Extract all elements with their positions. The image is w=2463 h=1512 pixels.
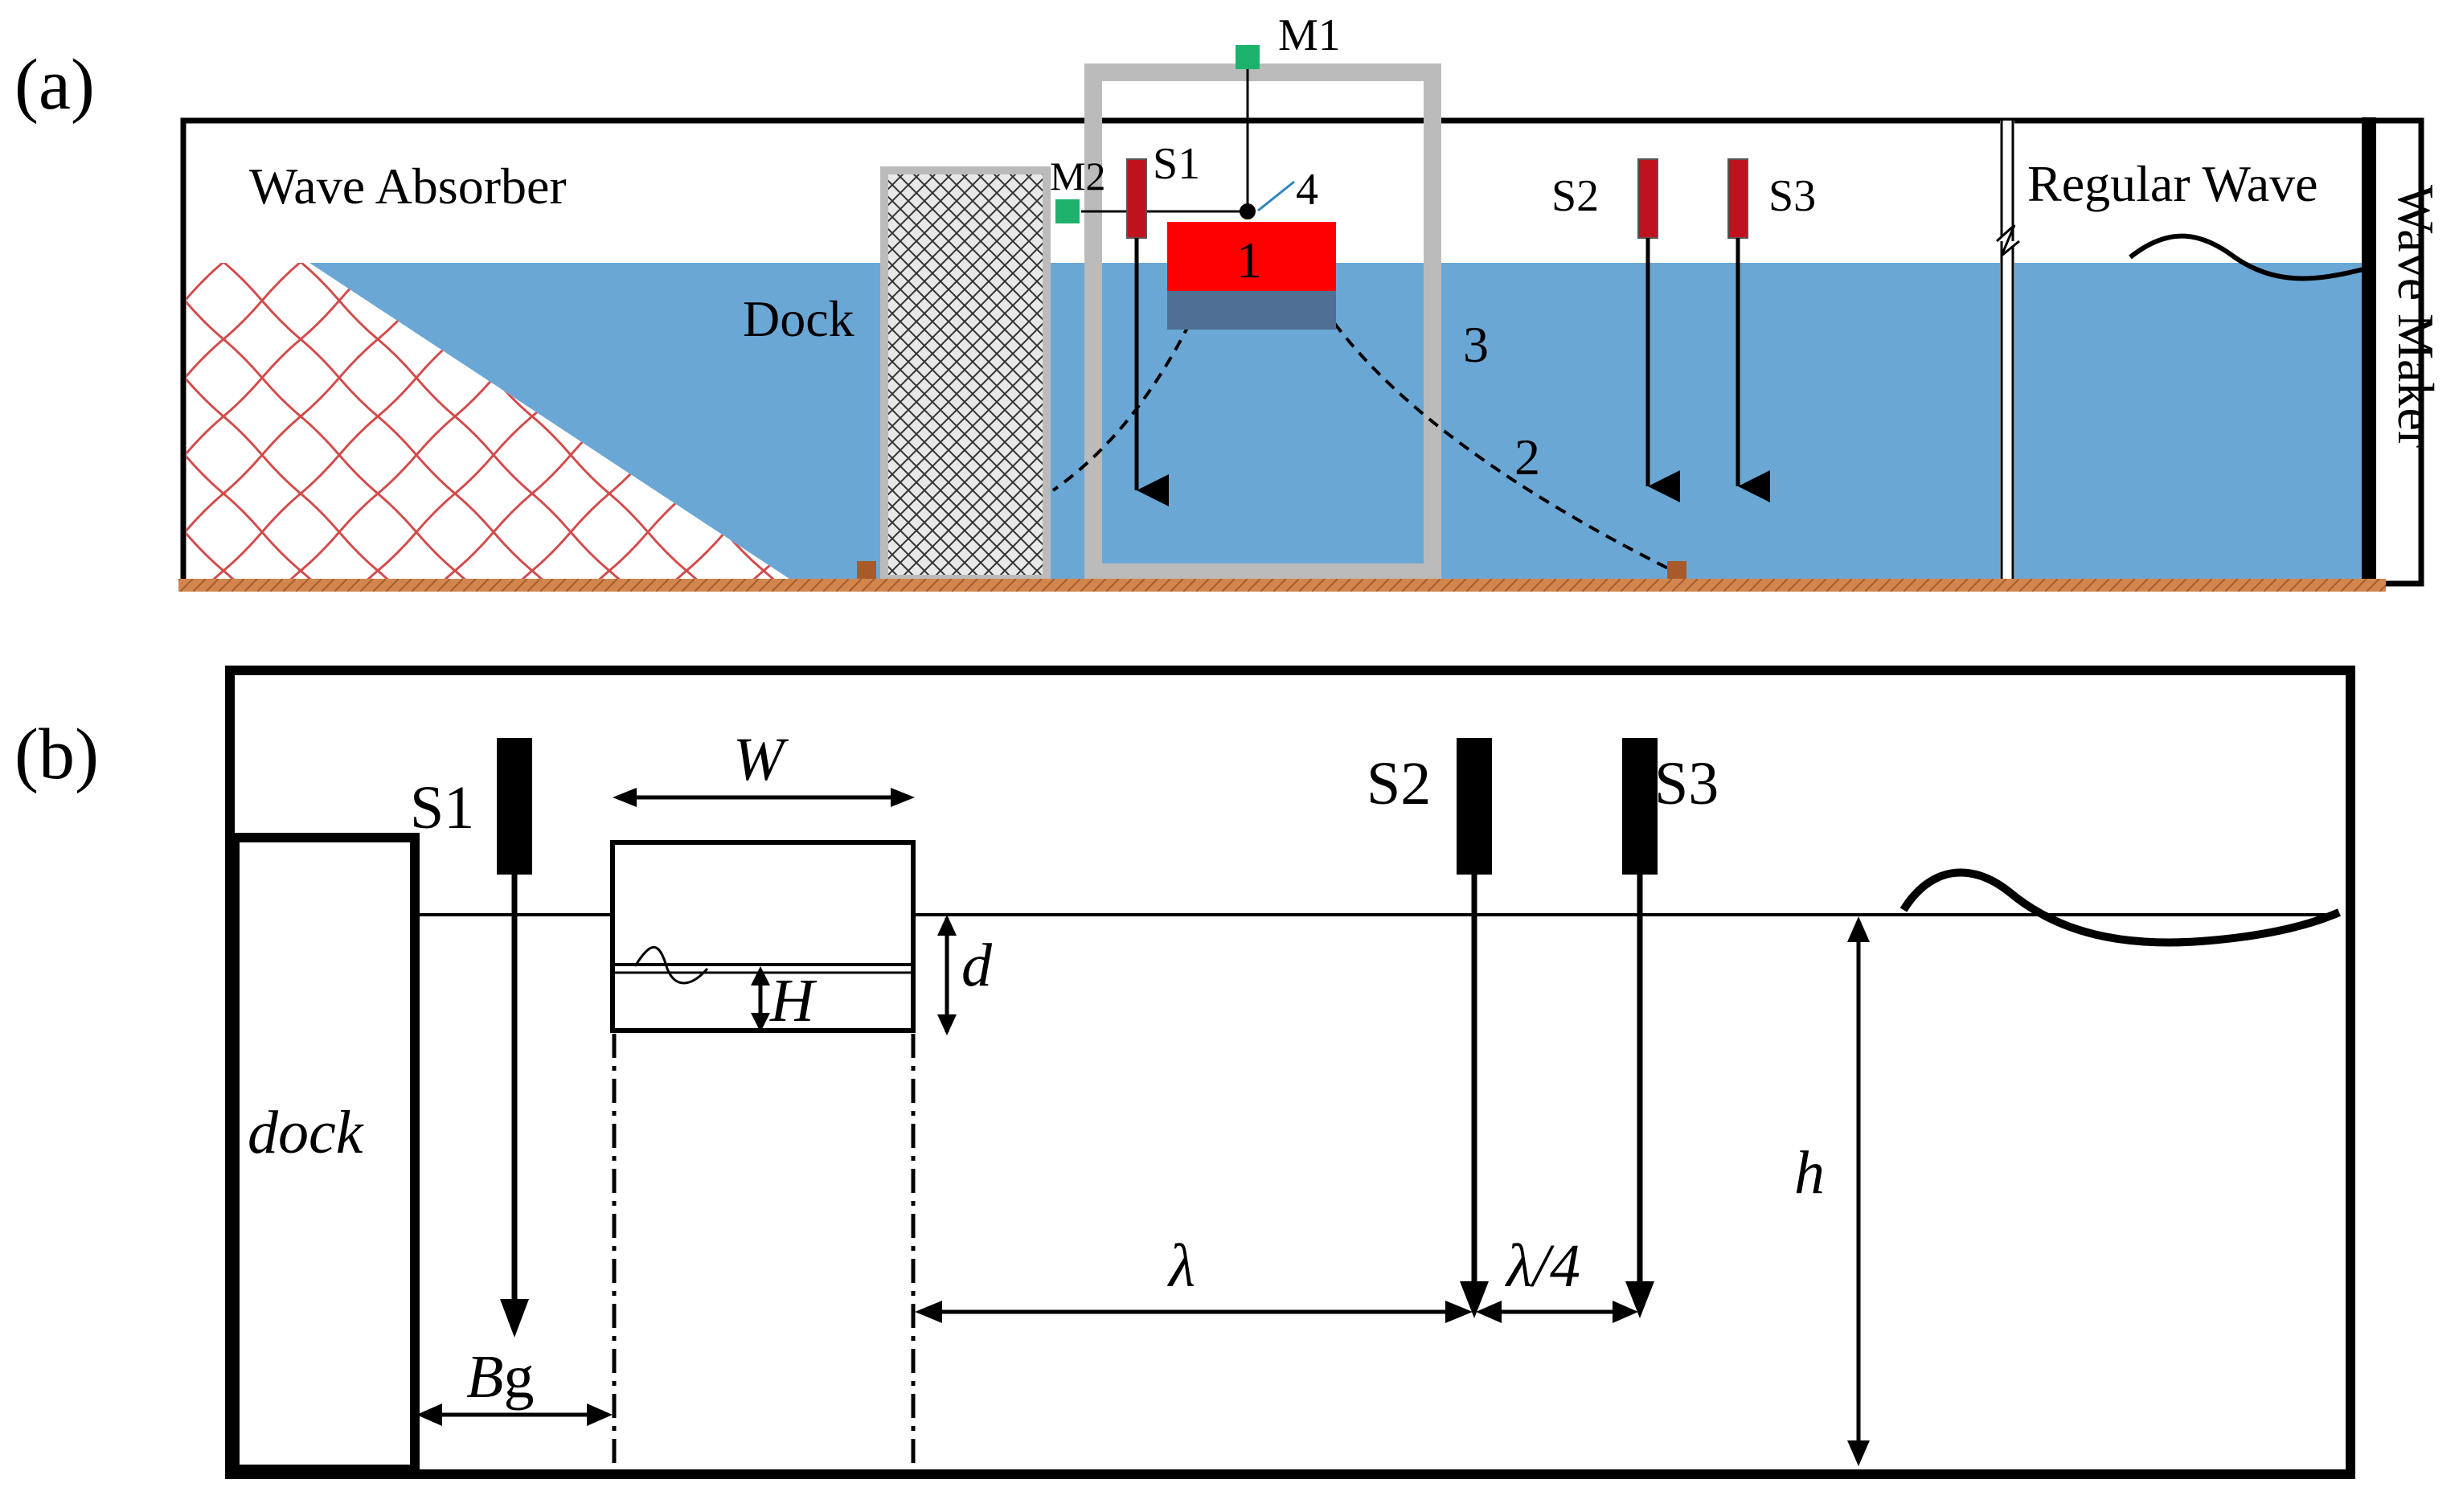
anchor-left: [857, 561, 876, 580]
float-ripple: [633, 945, 709, 985]
panel-b-label: (b): [14, 715, 99, 794]
label-n4: 4: [1296, 165, 1318, 215]
dim-lambda-quarter-label: λ/4: [1505, 1232, 1580, 1300]
support-frame: [1084, 64, 1441, 581]
label-n2: 2: [1514, 428, 1540, 486]
sensor-b-s3-label: S3: [1654, 750, 1719, 817]
sensor-b-s1: [497, 738, 532, 875]
dim-d-label: d: [961, 932, 993, 999]
sensor-a-s2: [1637, 158, 1658, 239]
wave-maker-label: Wave Maker: [2387, 185, 2445, 448]
sensor-b-s3: [1622, 738, 1658, 875]
sensor-a-s3: [1727, 158, 1748, 239]
sensor-a-s1: [1126, 158, 1147, 239]
sensor-b-s2: [1457, 738, 1492, 875]
seabed: [178, 579, 2386, 592]
floating-body-bottom: [1167, 291, 1336, 330]
mooring-line-right: [1333, 322, 1677, 574]
sensor-b-s1-label: S1: [410, 774, 474, 842]
dock-b-label: dock: [248, 1099, 364, 1166]
wave-curve-b: [1900, 868, 2341, 947]
anchor-right: [1667, 561, 1686, 580]
dim-h-depth-label: h: [1794, 1139, 1825, 1207]
panel-a: (a) Wave Absorber Dock 1 M1 M2: [14, 10, 2445, 592]
dock: [880, 166, 1051, 583]
panel-a-label: (a): [14, 45, 95, 125]
regular-wave-curve: [2129, 233, 2364, 281]
sensor-a-s1-label: S1: [1153, 139, 1200, 189]
wave-absorber-label: Wave Absorber: [249, 158, 567, 215]
dock-label: Dock: [743, 290, 854, 347]
m1-label: M1: [1278, 10, 1341, 60]
label-4-pointer: [1257, 180, 1295, 212]
floating-body-top: [1167, 222, 1336, 291]
wave-absorber: [186, 185, 792, 580]
wave-maker: [2362, 117, 2376, 585]
sensor-a-s2-label: S2: [1551, 171, 1599, 221]
regular-wave-label: Regular Wave: [2027, 155, 2318, 212]
label-n3: 3: [1463, 316, 1489, 373]
m2-label: M2: [1050, 154, 1105, 199]
dim-lambda-label: λ: [1167, 1232, 1195, 1300]
sensor-a-s3-label: S3: [1768, 171, 1816, 221]
panel-b: (b) dock W H d: [14, 666, 2355, 1479]
label-n1: 1: [1236, 232, 1262, 289]
hinge-point: [1240, 203, 1256, 219]
dim-h-small-label: H: [769, 967, 818, 1035]
tank-break: [1995, 121, 2020, 584]
dim-w-label: W: [733, 726, 789, 793]
dim-bg-label: Bg: [466, 1343, 534, 1411]
m1-marker: [1236, 45, 1260, 69]
sensor-b-s2-label: S2: [1367, 750, 1431, 817]
tank-frame-b: [225, 666, 2355, 1479]
m2-marker: [1055, 199, 1080, 223]
dock-b: [230, 833, 420, 1474]
floating-body-b: [610, 840, 916, 1033]
